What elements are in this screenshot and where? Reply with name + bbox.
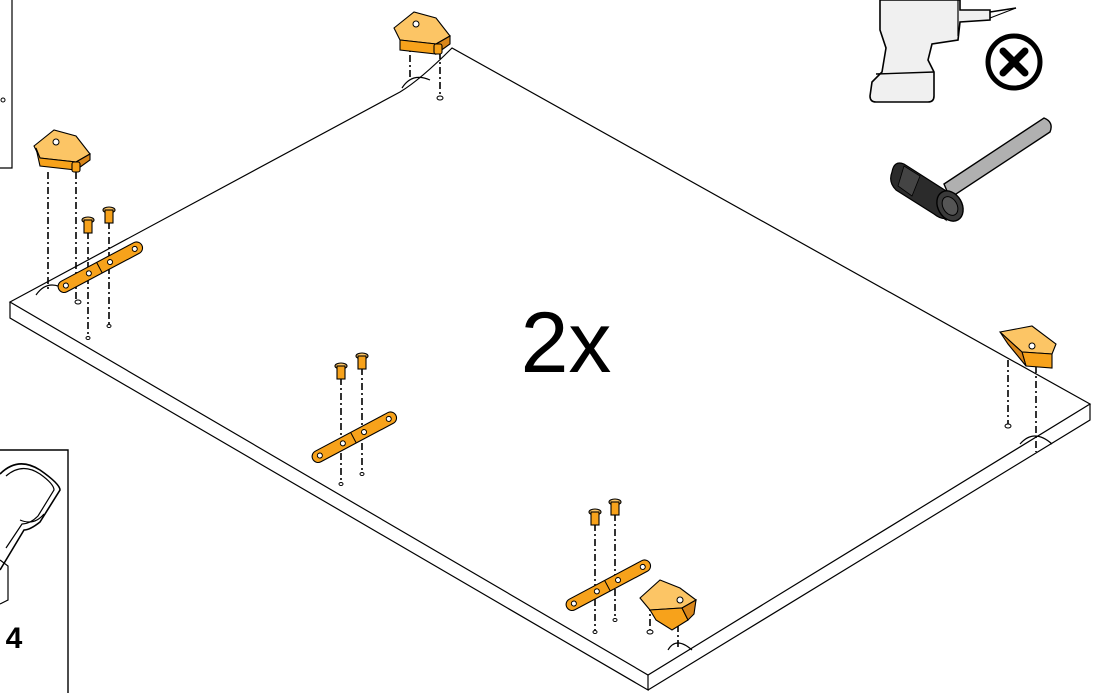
- connector-plate: [564, 558, 653, 613]
- previous-step-frame: [0, 0, 12, 168]
- screw: [103, 207, 115, 223]
- screw: [82, 217, 94, 233]
- corner-cap-top: [394, 12, 450, 54]
- rubber-mallet-icon: [891, 118, 1051, 226]
- prohibited-x-icon: [988, 36, 1040, 88]
- screw: [356, 353, 368, 369]
- step-number: 4: [6, 622, 23, 655]
- corner-notch: [668, 643, 692, 650]
- quantity-multiplier: 2x: [521, 295, 612, 391]
- connector-plate: [56, 240, 145, 295]
- corner-cap-bottom: [640, 580, 696, 630]
- corner-notch: [402, 77, 430, 88]
- detail-inset-box: [0, 450, 68, 693]
- corner-cap-left: [34, 130, 90, 172]
- screw: [589, 509, 601, 525]
- screw: [609, 499, 621, 515]
- screw: [335, 363, 347, 379]
- connector-plate: [310, 410, 399, 465]
